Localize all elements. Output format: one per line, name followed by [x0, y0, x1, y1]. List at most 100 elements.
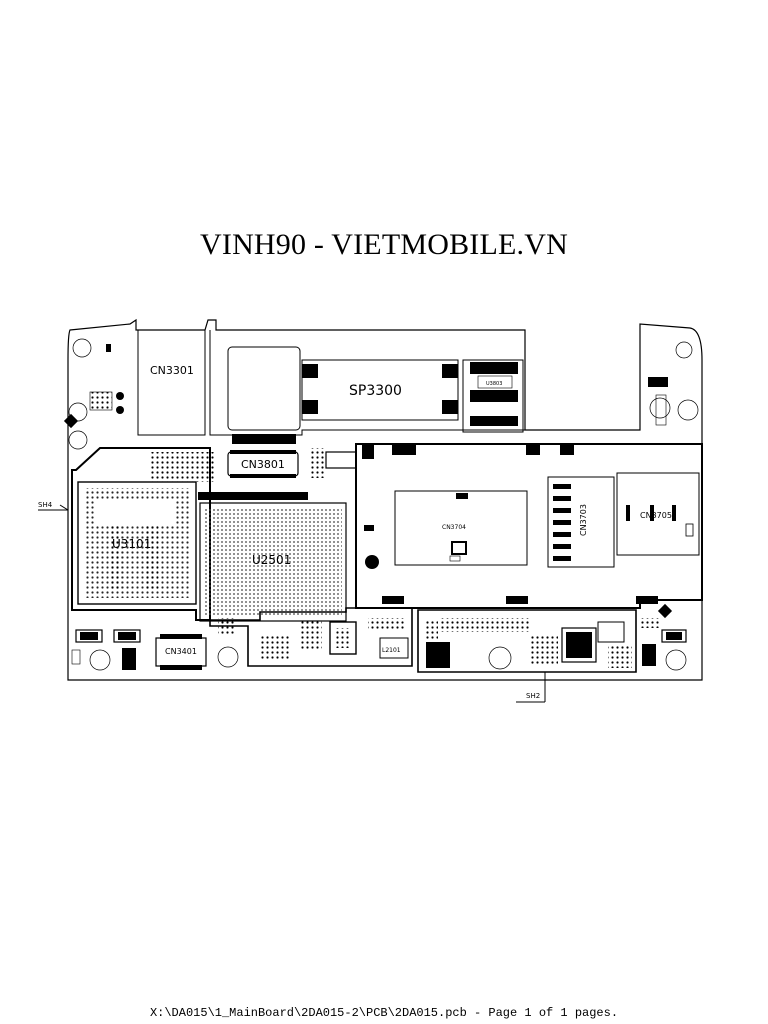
cn3705-label: CN3705	[640, 511, 672, 520]
passive-array	[218, 618, 234, 634]
small-component	[75, 629, 103, 643]
cn3705-pin	[672, 505, 676, 521]
cn3704-pad	[449, 555, 461, 562]
cn3801-pins	[230, 450, 296, 454]
small-component	[71, 649, 81, 665]
small-component	[364, 525, 374, 531]
mounting-pad	[649, 397, 671, 419]
ic-body	[566, 632, 592, 658]
shield-sh2-outline	[417, 609, 637, 673]
small-ic	[89, 391, 113, 411]
cn3801-label: CN3801	[241, 458, 285, 471]
cn3704-pin	[456, 493, 468, 499]
mounting-pad	[665, 649, 687, 671]
cn3401-pins	[160, 634, 202, 639]
small-component	[106, 344, 111, 352]
u3101-center-balls	[110, 526, 122, 590]
cn3704-marker	[451, 541, 467, 555]
sp3300-pad	[302, 400, 318, 414]
u3803-pad-row	[470, 390, 518, 402]
cn3703-pin	[553, 508, 571, 513]
small-component	[661, 629, 687, 643]
cn3401-label: CN3401	[165, 647, 197, 656]
mounting-pad	[217, 646, 239, 668]
board-outline	[67, 318, 703, 681]
small-component	[392, 445, 416, 455]
l2101-inductor	[379, 637, 409, 659]
sp3300-label: SP3300	[349, 383, 402, 399]
ic-package	[329, 621, 357, 655]
passive-array	[530, 634, 558, 664]
small-component	[256, 435, 272, 443]
shield-right-region	[355, 443, 703, 609]
passive-array	[640, 618, 660, 628]
u3803-pad-row	[470, 416, 518, 426]
cn3705-pad	[685, 523, 694, 537]
passive-array	[300, 620, 322, 650]
ic-package	[561, 627, 597, 663]
via-pad	[116, 392, 124, 400]
cn3704-label: CN3704	[442, 524, 466, 531]
pcb-layout-diagram: CN3301 SP3300 U3803 CN3801 SH4 U310	[38, 318, 703, 703]
cn3301-cutout	[137, 330, 206, 436]
small-component	[362, 445, 374, 459]
small-component	[648, 377, 668, 387]
mounting-pad	[675, 341, 693, 359]
passive-array	[310, 448, 324, 478]
small-component	[382, 596, 404, 604]
small-component	[560, 445, 574, 455]
mounting-pad	[677, 399, 699, 421]
mounting-pad	[89, 649, 111, 671]
cn3703-pin	[553, 520, 571, 525]
cn3703-label: CN3703	[579, 504, 588, 536]
cn3703-connector	[547, 476, 615, 568]
cn3703-pin	[553, 532, 571, 537]
small-component	[506, 596, 528, 604]
sp3300-component	[301, 359, 459, 421]
u3101-label: U3101	[112, 537, 151, 551]
small-component	[325, 451, 357, 469]
passive-array	[368, 618, 406, 630]
via-pad	[116, 406, 124, 414]
cn3801-pins	[230, 474, 296, 478]
sh4-arrow	[59, 504, 69, 511]
l2101-label: L2101	[382, 647, 401, 654]
via-pad	[365, 555, 379, 569]
shield-lower-middle	[209, 607, 413, 667]
passive-array	[150, 452, 214, 482]
ic-package	[426, 642, 450, 668]
cn3705-connector	[616, 472, 700, 556]
shield-sh4-outline	[71, 447, 211, 621]
u3803-pad-row	[470, 362, 518, 374]
small-component	[666, 632, 682, 640]
mounting-pad	[68, 430, 88, 450]
small-component	[122, 648, 136, 670]
small-component	[526, 445, 540, 455]
mounting-pad	[488, 646, 512, 670]
cn3705-pin	[626, 505, 630, 521]
sp3300-pad	[442, 364, 458, 378]
u3803-body	[477, 375, 513, 389]
shield-can-module	[227, 346, 301, 431]
fiducial-marker	[657, 603, 673, 619]
cn3703-pin	[553, 544, 571, 549]
connector-strip	[198, 492, 308, 500]
u3101-chip	[77, 481, 197, 605]
passive-array	[608, 644, 632, 668]
passive-array	[424, 620, 438, 640]
u3803-label: U3803	[486, 381, 502, 387]
sh4-label: SH4	[38, 501, 53, 509]
sh2-label: SH2	[526, 692, 540, 700]
u3101-center	[96, 500, 176, 524]
page-title: VINH90 - VIETMOBILE.VN	[200, 228, 568, 261]
top-board-edge	[209, 330, 528, 436]
small-component	[642, 644, 656, 666]
small-component	[80, 632, 98, 640]
u2501-ball-grid	[204, 507, 342, 617]
cn3301-label: CN3301	[150, 364, 194, 377]
ic-balls	[336, 628, 350, 648]
passive-array	[260, 634, 290, 660]
small-component	[113, 629, 141, 643]
cn3703-pin	[553, 484, 571, 489]
sp3300-pad	[442, 400, 458, 414]
